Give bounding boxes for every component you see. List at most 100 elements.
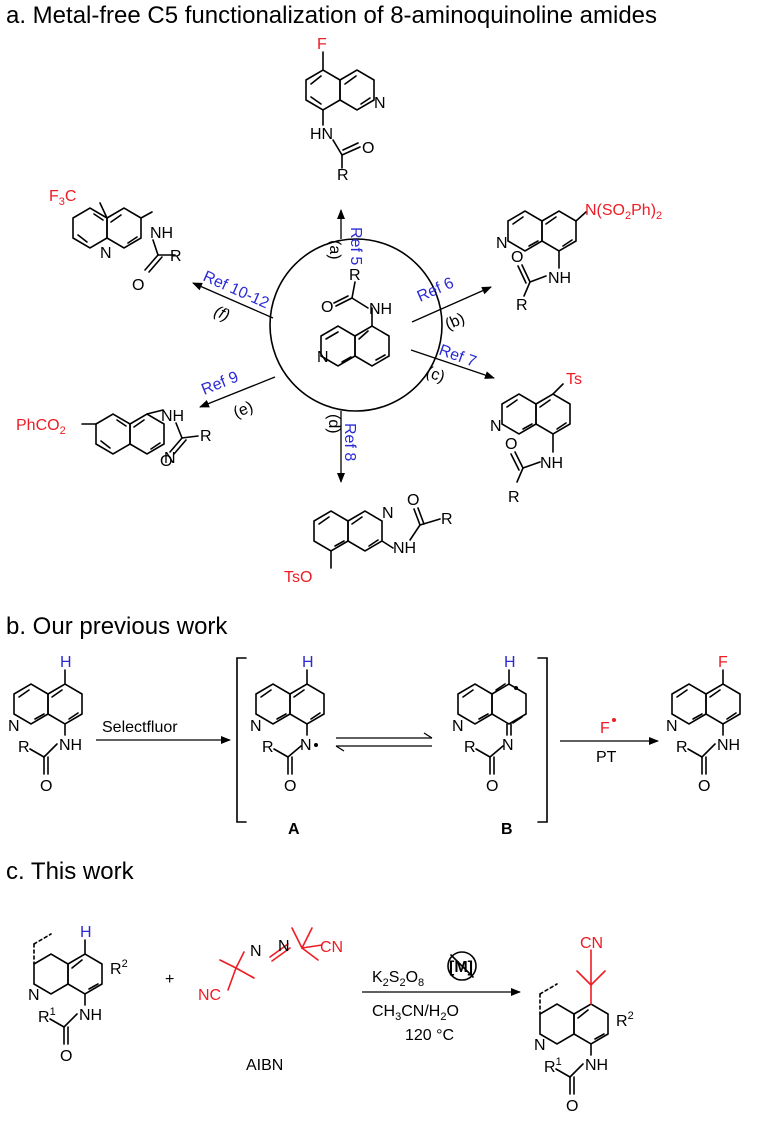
svg-text:N: N: [250, 718, 262, 735]
svg-text:N: N: [382, 505, 394, 522]
svg-text:N: N: [100, 245, 112, 262]
label-d-letter: (d): [325, 414, 342, 434]
aibn-label: AIBN: [246, 1057, 283, 1074]
svg-text:O: O: [362, 140, 374, 157]
svg-text:NH: NH: [161, 408, 184, 425]
svg-text:O: O: [284, 778, 296, 795]
product-f-substituent: F3C: [49, 188, 76, 208]
product-d: [313, 507, 441, 569]
svg-text:F: F: [600, 720, 610, 737]
svg-text:NH: NH: [393, 540, 416, 557]
svg-text:O: O: [407, 492, 419, 509]
label-e-ref: Ref 9: [199, 369, 241, 399]
svg-text:N: N: [300, 737, 312, 754]
svg-text:N: N: [250, 943, 262, 960]
panel-c-substrate: [33, 933, 103, 1045]
svg-text:CH3CN/H2O: CH3CN/H2O: [372, 1003, 459, 1023]
svg-text:NH: NH: [717, 737, 740, 754]
intermediate-b: [457, 669, 527, 775]
svg-text:O: O: [698, 778, 710, 795]
label-b-letter: (b): [443, 310, 468, 333]
svg-text:O: O: [505, 436, 517, 453]
svg-text:N: N: [452, 718, 464, 735]
svg-text:N: N: [374, 95, 386, 112]
product-d-substituent: TsO: [284, 569, 312, 586]
central-circle: [269, 238, 443, 412]
svg-text:R: R: [441, 511, 453, 528]
svg-text:R: R: [200, 428, 212, 445]
svg-text:F: F: [718, 654, 728, 671]
svg-text:NC: NC: [198, 987, 221, 1004]
svg-text:O: O: [40, 778, 52, 795]
svg-text:R2: R2: [110, 958, 128, 978]
label-c-letter: (c): [424, 364, 447, 386]
svg-text:R1: R1: [544, 1056, 562, 1076]
svg-text:H: H: [504, 654, 516, 671]
svg-text:K2S2O8: K2S2O8: [372, 969, 424, 989]
atom-n: N: [317, 349, 329, 366]
svg-text:O: O: [486, 778, 498, 795]
svg-text:O: O: [511, 249, 523, 266]
product-f: [72, 202, 176, 273]
label-intermediate-a: A: [288, 821, 300, 838]
product-b: [507, 210, 587, 297]
svg-text:N: N: [28, 987, 40, 1004]
label-c-ref: Ref 7: [437, 342, 479, 371]
panel-b-product: [671, 669, 741, 775]
product-c: [501, 383, 571, 483]
svg-text:R1: R1: [38, 1006, 56, 1026]
svg-text:O: O: [566, 1098, 578, 1115]
label-e-letter: (e): [231, 399, 256, 422]
arrow-e: [199, 376, 276, 408]
svg-text:120 °C: 120 °C: [405, 1027, 454, 1044]
svg-text:HN: HN: [310, 126, 333, 143]
product-b-substituent: N(SO2Ph)2: [585, 202, 662, 222]
svg-text:R: R: [508, 489, 520, 506]
svg-text:NH: NH: [585, 1057, 608, 1074]
product-e: [81, 409, 199, 455]
plus-sign: +: [165, 971, 174, 988]
svg-text:NH: NH: [150, 225, 173, 242]
svg-text:R: R: [676, 739, 688, 756]
svg-text:N: N: [502, 737, 514, 754]
arrow-f: [192, 282, 274, 319]
svg-text:R: R: [262, 739, 274, 756]
svg-text:O: O: [132, 277, 144, 294]
intermediate-a: [255, 669, 325, 775]
header-b: b. Our previous work: [6, 613, 228, 640]
svg-text:R2: R2: [616, 1010, 634, 1030]
label-d-ref: Ref 8: [341, 423, 358, 461]
arrow-b: [411, 286, 492, 323]
label-b-ref: Ref 6: [415, 275, 457, 306]
aibn: [219, 927, 323, 991]
svg-text:H: H: [60, 654, 72, 671]
svg-text:R: R: [170, 248, 182, 265]
label-intermediate-b: B: [501, 821, 513, 838]
svg-text:R: R: [516, 297, 528, 314]
svg-text:R: R: [18, 739, 30, 756]
svg-text:NH: NH: [59, 737, 82, 754]
svg-text:H: H: [80, 924, 92, 941]
label-a-ref: Ref 5: [347, 227, 364, 265]
svg-text:NH: NH: [79, 1007, 102, 1024]
bracket-right: [537, 657, 548, 823]
svg-text:R: R: [337, 167, 349, 184]
label-a-letter: (a): [326, 240, 343, 260]
central-quinoline: [320, 281, 390, 367]
svg-text:NH: NH: [540, 455, 563, 472]
atom-o: O: [321, 299, 333, 316]
product-a: [305, 51, 375, 169]
product-a-substituent: F: [317, 36, 327, 53]
svg-text:R: R: [464, 739, 476, 756]
header-c: c. This work: [6, 858, 134, 885]
svg-text:N: N: [666, 718, 678, 735]
svg-text:PT: PT: [596, 749, 617, 766]
header-a: a. Metal-free C5 functionalization of 8-…: [6, 2, 658, 29]
svg-text:CN: CN: [580, 935, 603, 952]
product-e-substituent: PhCO2: [16, 417, 66, 437]
bracket-left: [236, 657, 247, 823]
svg-text:N: N: [278, 938, 290, 955]
svg-text:N: N: [164, 450, 176, 467]
atom-r: R: [349, 267, 361, 284]
